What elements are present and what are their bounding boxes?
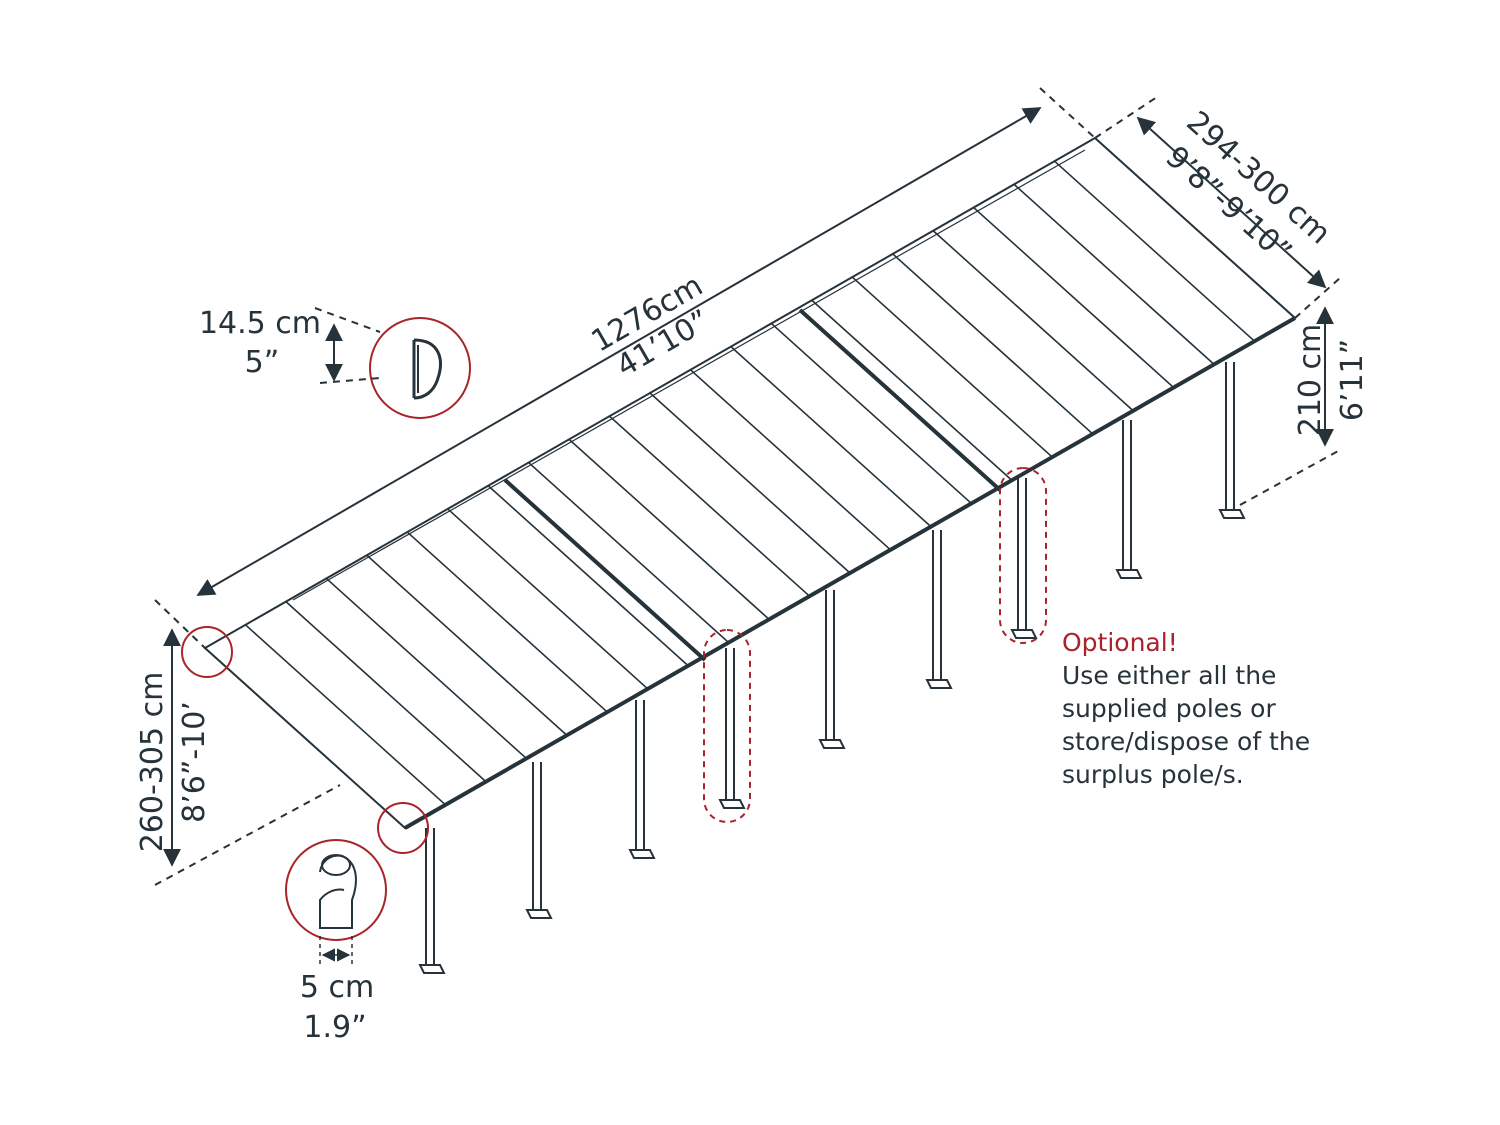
optional-note-line-2: supplied poles or: [1062, 694, 1276, 723]
pole: [925, 530, 953, 689]
low-height-dimension: [1239, 306, 1341, 506]
pole: [718, 648, 746, 809]
width-dimension: [1094, 94, 1341, 319]
pole: [1010, 478, 1038, 639]
roof-panel-line: [325, 577, 527, 760]
pole: [818, 590, 846, 749]
optional-pole-highlight-2: [999, 467, 1047, 644]
pole-detail: [285, 839, 387, 965]
pole: [1218, 362, 1246, 519]
roof-panel-line: [568, 438, 770, 620]
roof-panel-line: [892, 253, 1094, 435]
optional-note-line-3: store/dispose of the: [1062, 727, 1311, 756]
roof-panel-line: [770, 322, 972, 505]
pole: [1115, 420, 1143, 579]
roof-panel-line: [406, 531, 608, 713]
high-height-cm-label: 260-305 cm: [135, 672, 170, 853]
roof-back-rail: [292, 149, 1086, 601]
roof-panel-line: [528, 461, 730, 644]
pole: [628, 700, 656, 859]
roof-panel-line: [973, 206, 1175, 389]
roof-panel-line: [487, 485, 689, 667]
roof-panel-line: [244, 624, 446, 806]
roof-panel-line: [1013, 183, 1215, 365]
roof-panel-line: [730, 346, 932, 528]
optional-pole-highlight-1: [703, 629, 751, 823]
roof-divider-1: [503, 478, 707, 662]
corner-highlight-front: [377, 802, 429, 854]
poles: [418, 362, 1246, 974]
gutter-in-label: 5”: [245, 345, 280, 380]
roof-divider-2: [798, 308, 1002, 492]
low-height-cm-label: 210 cm: [1293, 324, 1328, 437]
pole: [525, 762, 553, 919]
roof-panel-line: [447, 508, 649, 690]
roof-panel-line: [851, 276, 1053, 458]
corner-highlight-back: [181, 626, 233, 678]
roof-panel-line: [285, 601, 487, 783]
high-height-in-label: 8’6”-10’: [177, 701, 212, 823]
optional-note: Optional! Use either all the supplied po…: [1062, 626, 1310, 791]
optional-note-line-4: surplus pole/s.: [1062, 760, 1244, 789]
roof-panel-line: [932, 230, 1134, 412]
optional-note-title: Optional!: [1062, 628, 1178, 657]
low-height-in-label: 6’11”: [1335, 339, 1370, 421]
length-dimension: [154, 87, 1096, 649]
pole-in-label: 1.9”: [303, 1010, 366, 1045]
roof-panel-line: [689, 369, 891, 551]
optional-note-line-1: Use either all the: [1062, 661, 1277, 690]
roof-panel-line: [609, 415, 811, 597]
roof-panel-line: [366, 554, 568, 736]
roof-panel-line: [649, 392, 851, 574]
pole-cm-label: 5 cm: [300, 970, 374, 1005]
gutter-cm-label: 14.5 cm: [199, 306, 321, 341]
pole: [418, 828, 446, 974]
high-height-dimension: [154, 628, 341, 886]
roof-panel-line: [811, 299, 1013, 481]
gutter-detail: [314, 307, 471, 419]
